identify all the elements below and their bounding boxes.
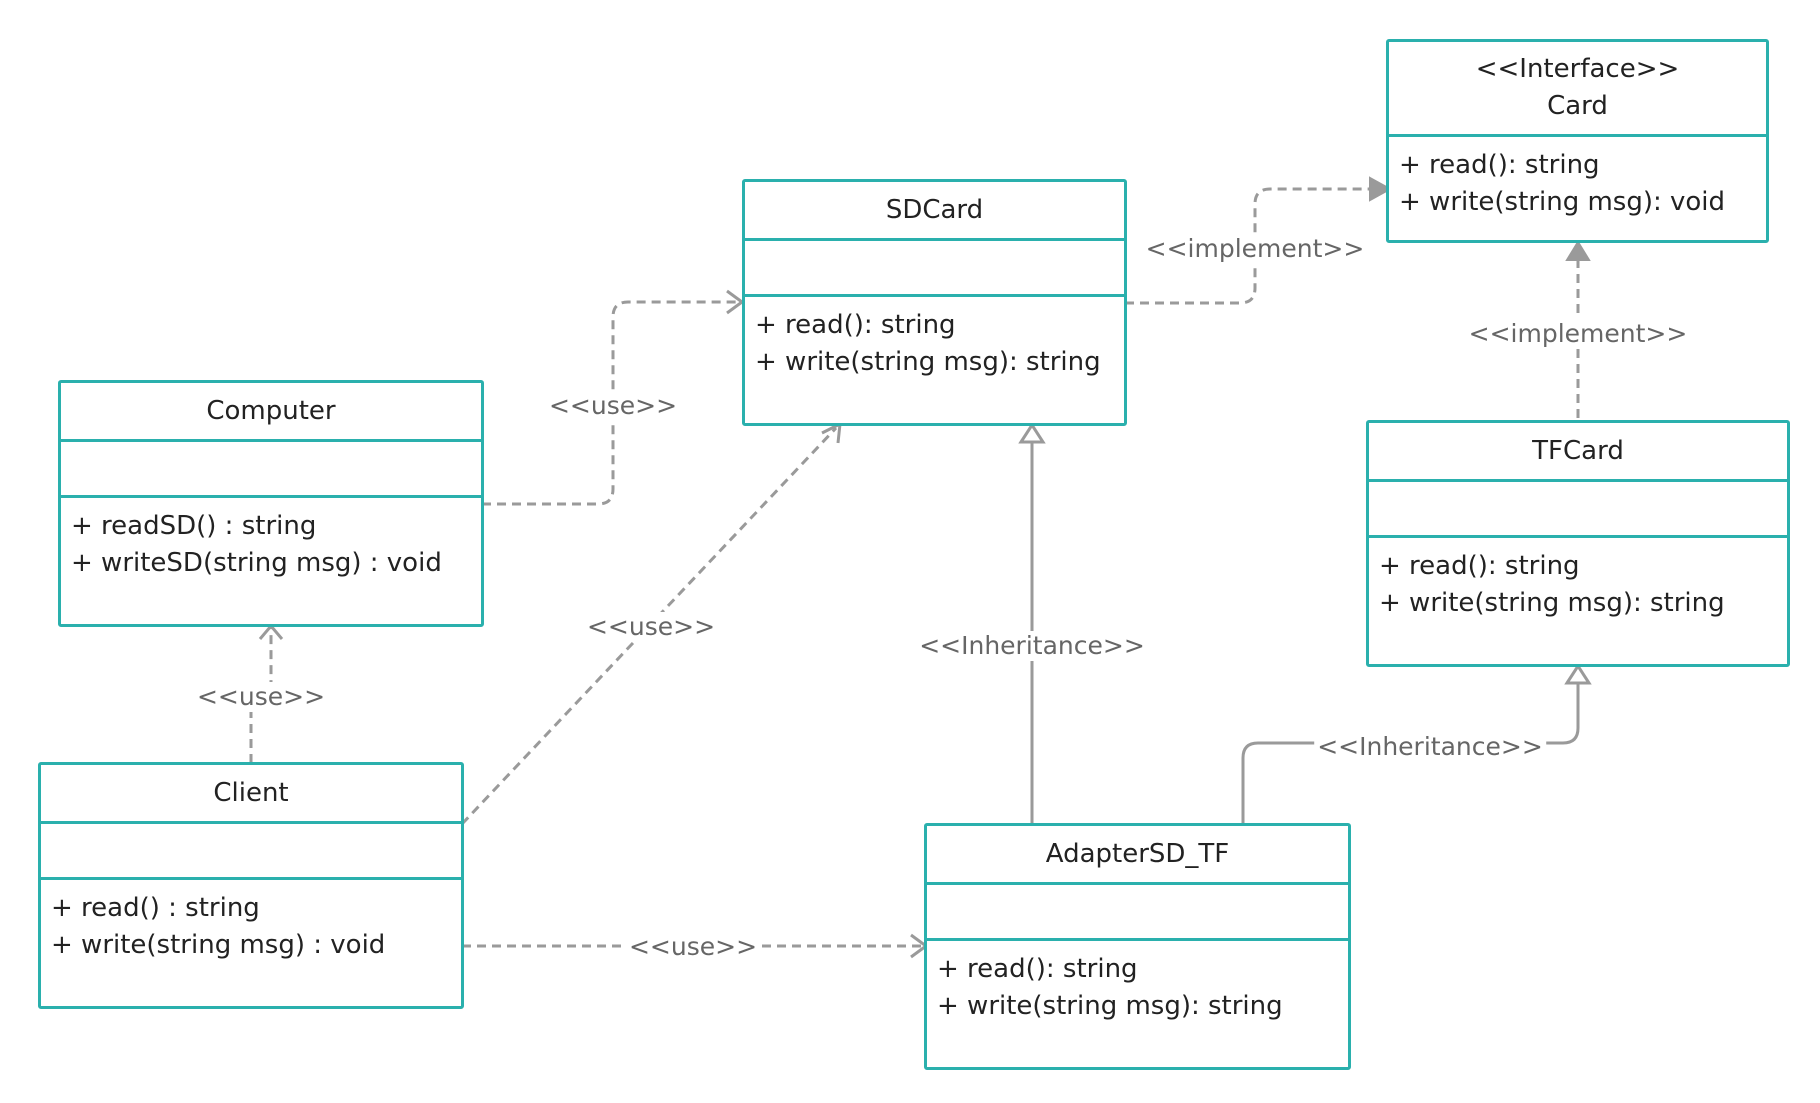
class-attributes — [745, 241, 1124, 297]
label-sdcard-card: <<implement>> — [1142, 234, 1368, 264]
class-name: Computer — [206, 395, 336, 426]
class-operations: + readSD() : string + writeSD(string msg… — [61, 498, 481, 582]
operation: + write(string msg): string — [755, 347, 1101, 377]
class-operations: + read() : string + write(string msg) : … — [41, 880, 461, 964]
tfcard-card-arrowhead — [1565, 240, 1591, 261]
label-tfcard-card: <<implement>> — [1465, 319, 1691, 349]
class-adapter-sd-tf[interactable]: AdapterSD_TF + read(): string + write(st… — [924, 823, 1351, 1070]
operation: + write(string msg): string — [1379, 588, 1725, 618]
class-header: TFCard — [1369, 423, 1787, 482]
class-operations: + read(): string + write(string msg): st… — [1369, 538, 1787, 622]
label-client-computer: <<use>> — [193, 682, 329, 712]
adapter-sdcard-arrowhead — [1018, 422, 1046, 444]
sdcard-card-arrowhead — [1369, 176, 1393, 202]
class-attributes — [61, 442, 481, 498]
operation: + write(string msg): void — [1399, 187, 1726, 217]
class-stereotype: <<Interface>> — [1475, 54, 1680, 84]
operation: + write(string msg): string — [937, 991, 1283, 1021]
operation: + read(): string — [1379, 551, 1580, 581]
label-computer-sdcard: <<use>> — [545, 391, 681, 421]
class-name: TFCard — [1532, 435, 1624, 466]
class-operations: + read(): string + write(string msg): vo… — [1389, 137, 1766, 221]
label-adapter-tfcard: <<Inheritance>> — [1314, 732, 1546, 762]
class-header: Computer — [61, 383, 481, 442]
class-attributes — [41, 824, 461, 880]
class-card[interactable]: <<Interface>> Card + read(): string + wr… — [1386, 39, 1769, 243]
class-header: AdapterSD_TF — [927, 826, 1348, 885]
class-name: Card — [1547, 91, 1608, 121]
class-attributes — [927, 885, 1348, 941]
operation: + read(): string — [937, 954, 1138, 984]
class-tfcard[interactable]: TFCard + read(): string + write(string m… — [1366, 420, 1790, 667]
label-adapter-sdcard: <<Inheritance>> — [916, 631, 1148, 661]
operation: + readSD() : string — [71, 511, 317, 541]
operation: + read() : string — [51, 893, 260, 923]
class-computer[interactable]: Computer + readSD() : string + writeSD(s… — [58, 380, 484, 627]
operation: + read(): string — [755, 310, 956, 340]
operation: + writeSD(string msg) : void — [71, 548, 442, 578]
class-header: <<Interface>> Card — [1389, 42, 1766, 137]
class-name: SDCard — [885, 194, 984, 225]
class-sdcard[interactable]: SDCard + read(): string + write(string m… — [742, 179, 1127, 426]
adapter-tfcard-arrowhead — [1564, 663, 1592, 685]
operation: + read(): string — [1399, 150, 1600, 180]
label-client-sdcard: <<use>> — [583, 612, 719, 642]
class-client[interactable]: Client + read() : string + write(string … — [38, 762, 464, 1009]
class-name: AdapterSD_TF — [1045, 838, 1230, 869]
class-operations: + read(): string + write(string msg): st… — [745, 297, 1124, 381]
label-client-adapter: <<use>> — [625, 932, 761, 962]
operation: + write(string msg) : void — [51, 930, 386, 960]
class-operations: + read(): string + write(string msg): st… — [927, 941, 1348, 1025]
class-header: Client — [41, 765, 461, 824]
class-header: SDCard — [745, 182, 1124, 241]
class-attributes — [1369, 482, 1787, 538]
class-name: Client — [213, 777, 289, 808]
